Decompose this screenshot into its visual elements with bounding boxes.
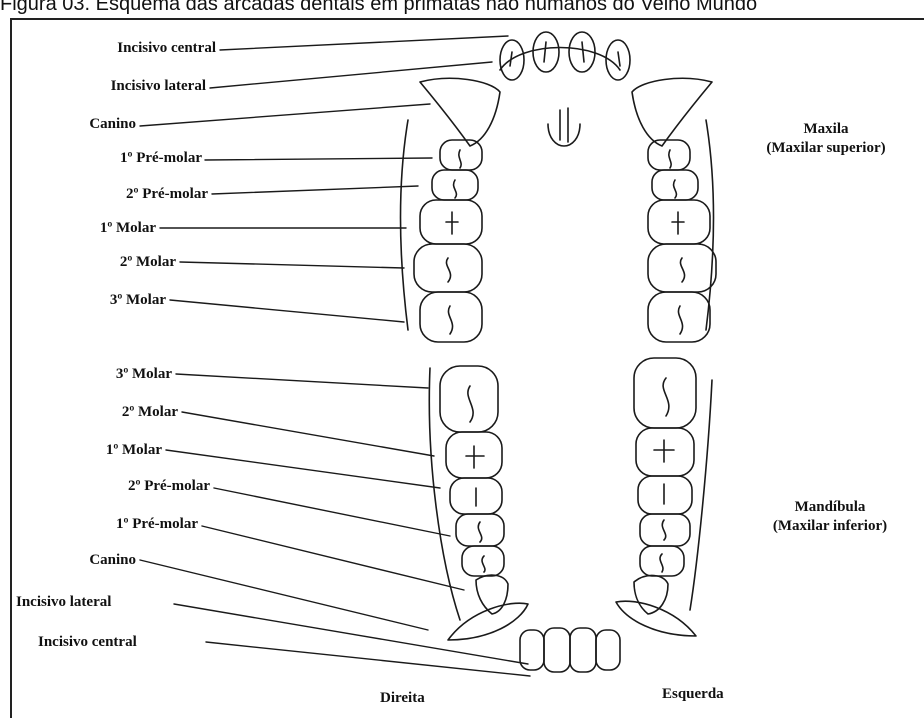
- lower-canine-left: [634, 575, 668, 614]
- upper-incisor-left-central: [533, 32, 559, 72]
- label-upper-molar-1: 1º Molar: [20, 220, 156, 236]
- label-upper-canino: Canino: [20, 116, 136, 132]
- label-upper-pre-molar-2: 2º Pré-molar: [20, 186, 208, 202]
- label-lower-molar-1: 1º Molar: [20, 442, 162, 458]
- label-lower-incisivo-lateral: Incisivo lateral: [16, 594, 111, 610]
- label-upper-molar-2: 2º Molar: [20, 254, 176, 270]
- region-maxila-title: Maxila: [736, 120, 916, 139]
- lower-incisor-left-central: [570, 628, 596, 672]
- label-lower-incisivo-central: Incisivo central: [38, 634, 137, 650]
- region-maxila: Maxila (Maxilar superior): [736, 120, 916, 158]
- upper-arch-outline: [401, 120, 714, 330]
- label-upper-molar-3: 3º Molar: [20, 292, 166, 308]
- lower-premolar-1-right: [462, 546, 504, 576]
- label-upper-pre-molar-1: 1º Pré-molar: [20, 150, 202, 166]
- upper-premolar-2-right: [432, 170, 478, 200]
- label-lower-molar-3: 3º Molar: [20, 366, 172, 382]
- region-mandibula: Mandíbula (Maxilar inferior): [740, 498, 920, 536]
- upper-premolar-2-left: [652, 170, 698, 200]
- lower-molar-1-left: [638, 476, 692, 514]
- lower-incisor-left-lateral: [596, 630, 620, 670]
- region-mandibula-title: Mandíbula: [740, 498, 920, 517]
- upper-arch: [401, 32, 717, 342]
- lower-incisor-right-lateral: [520, 630, 544, 670]
- region-maxila-subtitle: (Maxilar superior): [736, 139, 916, 158]
- lower-incisor-right-central: [544, 628, 570, 672]
- upper-molar-3-right: [420, 292, 482, 342]
- label-side-esquerda: Esquerda: [662, 686, 724, 702]
- leader-lines: [140, 36, 530, 676]
- upper-canine-right: [420, 78, 500, 146]
- lower-tusk-right: [448, 603, 528, 640]
- label-side-direita: Direita: [380, 690, 425, 706]
- upper-incisor-left-lateral: [500, 40, 524, 80]
- label-upper-incisivo-lateral: Incisivo lateral: [20, 78, 206, 94]
- lower-molar-2-left: [636, 428, 694, 476]
- label-lower-molar-2: 2º Molar: [20, 404, 178, 420]
- lower-tusk-left: [616, 601, 696, 636]
- lower-premolar-2-left: [640, 514, 690, 546]
- region-mandibula-subtitle: (Maxilar inferior): [740, 517, 920, 536]
- label-upper-incisivo-central: Incisivo central: [20, 40, 216, 56]
- lower-arch: [429, 358, 712, 672]
- label-lower-canino: Canino: [20, 552, 136, 568]
- label-lower-pre-molar-2: 2º Pré-molar: [20, 478, 210, 494]
- label-lower-pre-molar-1: 1º Pré-molar: [20, 516, 198, 532]
- upper-canine-left: [632, 78, 712, 146]
